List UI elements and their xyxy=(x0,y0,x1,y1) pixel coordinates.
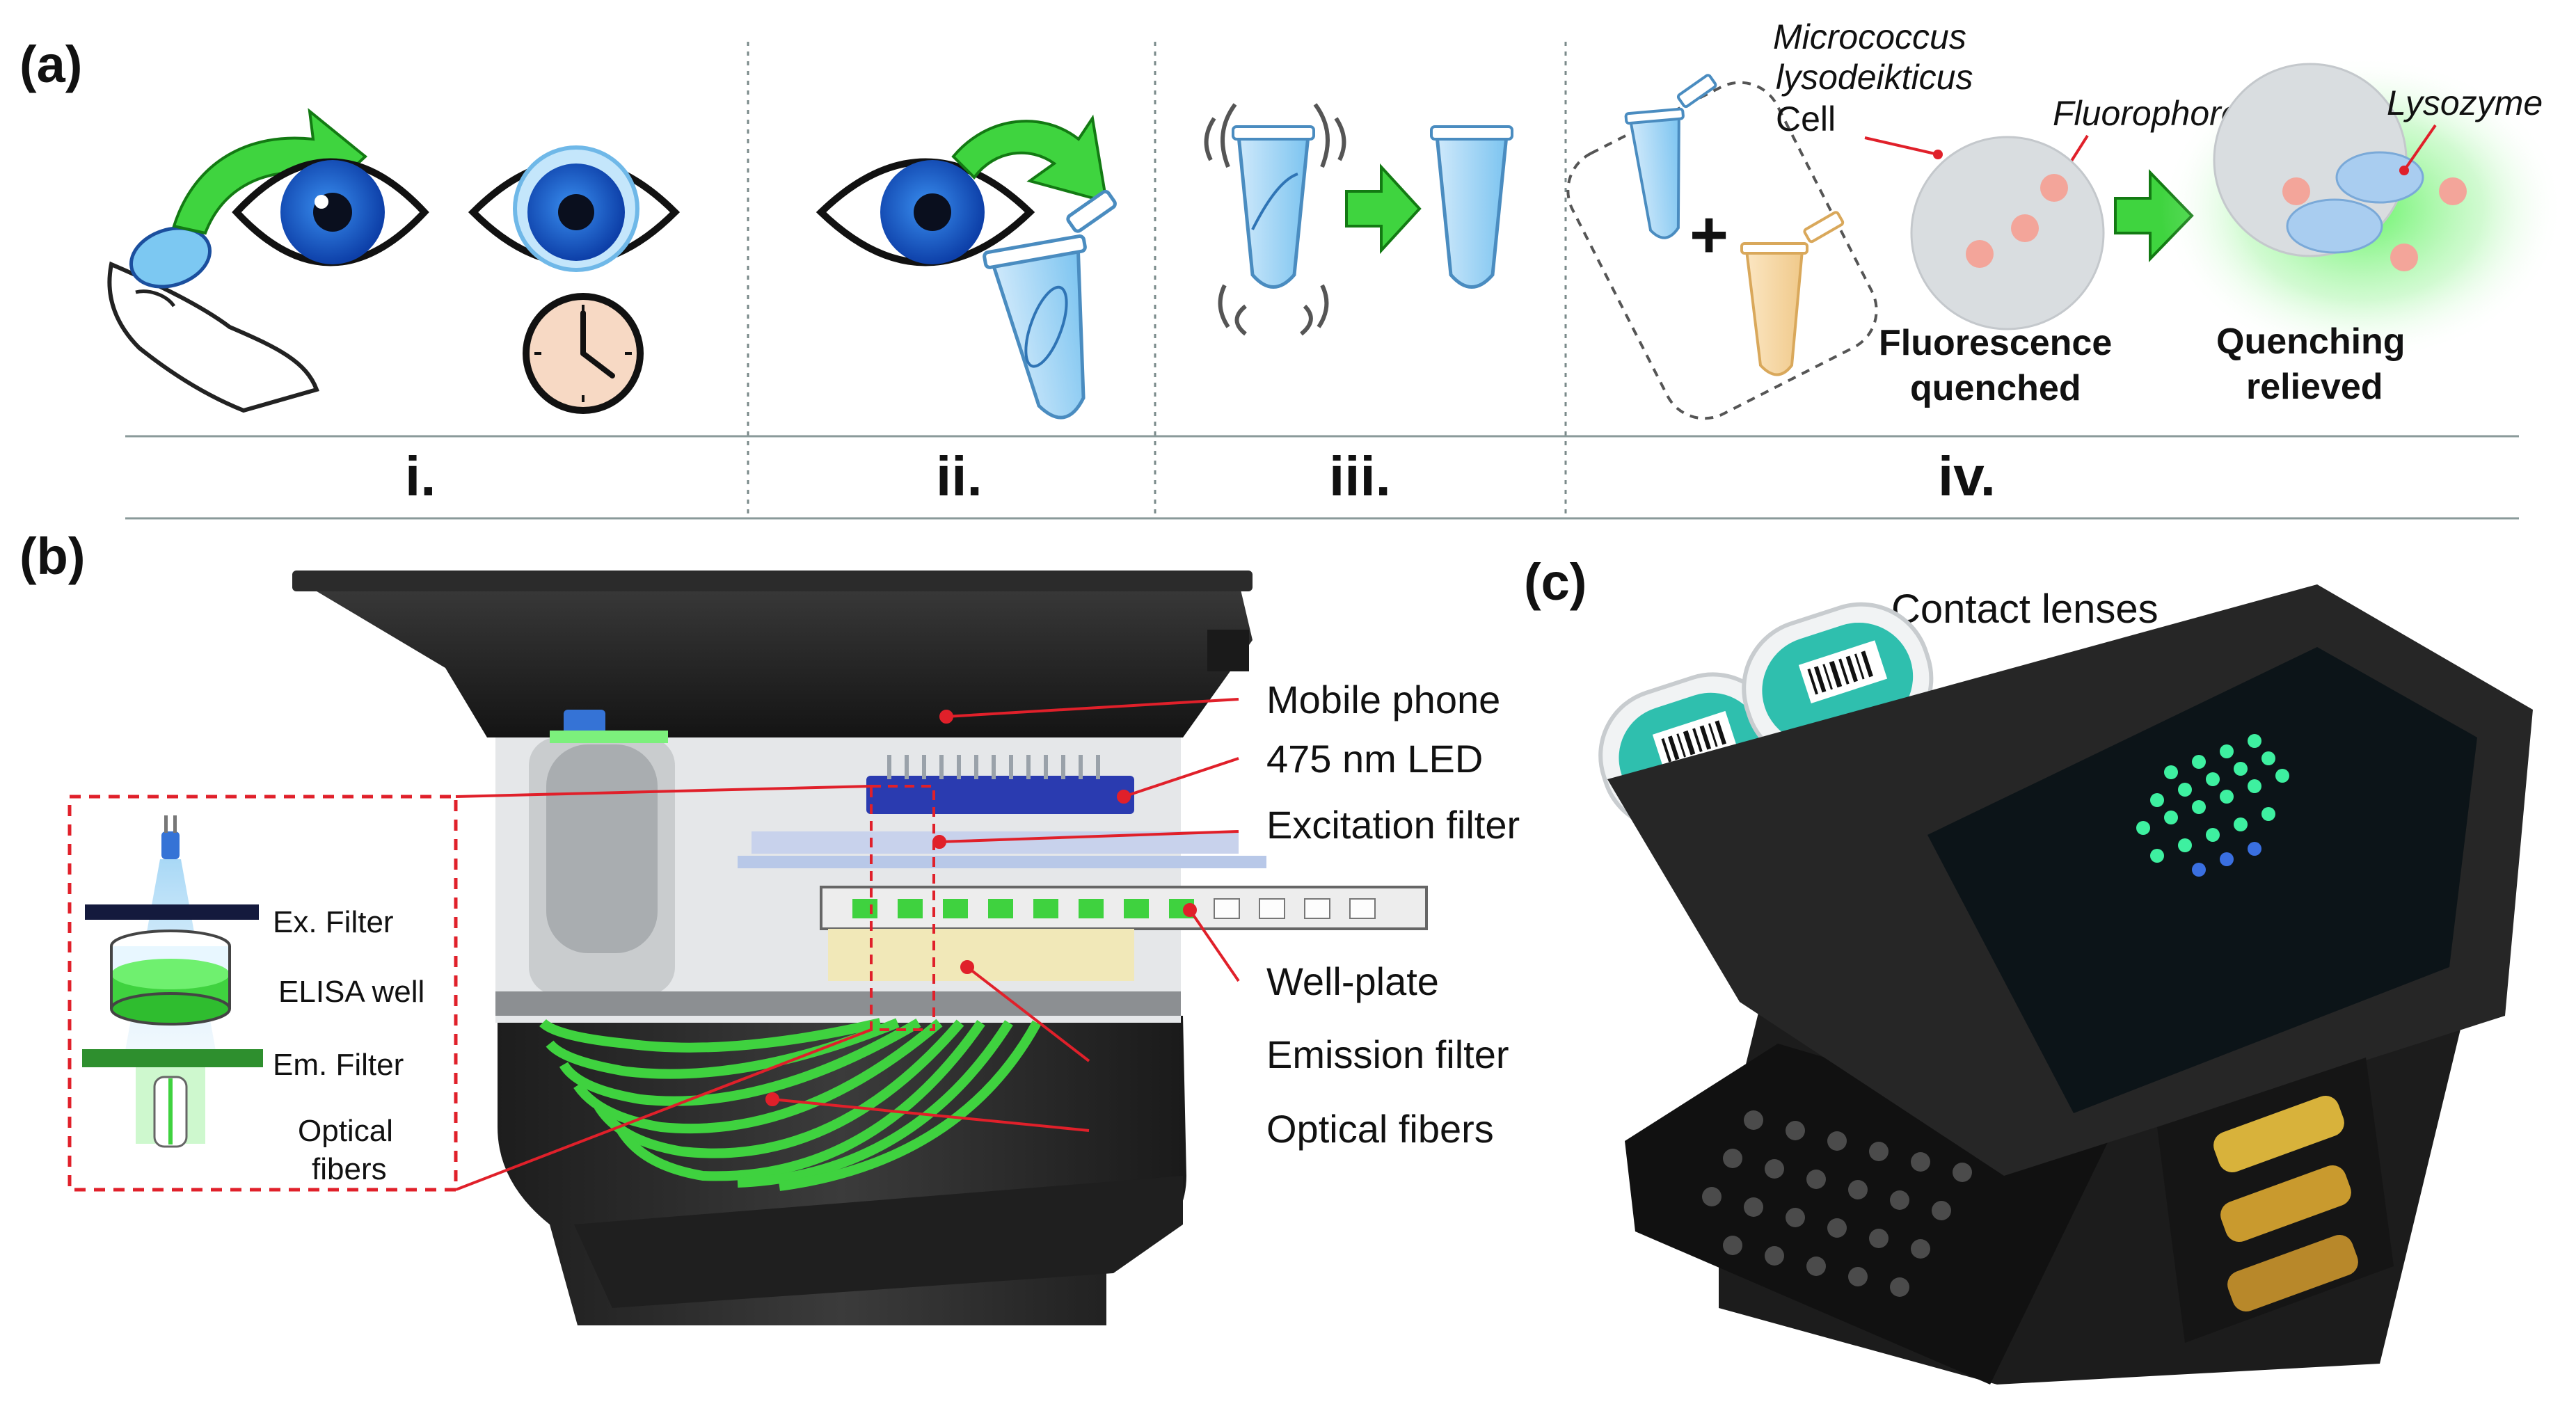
device-phone-holder xyxy=(299,581,1253,737)
battery-icon xyxy=(2213,1095,2344,1173)
inset-em-filter xyxy=(82,1049,263,1067)
contact-lenses-label: Contact lenses xyxy=(1891,587,2158,632)
callout-lines xyxy=(765,698,1240,1132)
tube-icon-iii-shaking xyxy=(1232,125,1315,289)
phone-screen xyxy=(1927,647,2477,1113)
lysozyme-callout-line xyxy=(2403,124,2437,172)
reader-device-photo xyxy=(1607,584,2533,1385)
lysozyme-shape xyxy=(2335,151,2424,204)
tube-icon-reagent xyxy=(1740,211,1845,376)
cell-callout-line xyxy=(1864,136,1939,156)
callout-mobile-phone: Mobile phone xyxy=(1266,678,1500,721)
contact-lens-icon xyxy=(129,226,212,289)
fluorophore-dot xyxy=(2040,174,2068,202)
fluorophore-dot xyxy=(1966,240,1994,268)
inset-elisa-well-label: ELISA well xyxy=(278,975,424,1009)
lysozyme-shape xyxy=(2286,198,2383,254)
step-i-illustration xyxy=(107,108,681,414)
finger-icon xyxy=(107,261,319,413)
callout-excitation-filter: Excitation filter xyxy=(1266,803,1520,847)
step-iii-illustration xyxy=(1204,103,1513,336)
battery-icon xyxy=(2220,1165,2351,1243)
optical-path-box xyxy=(870,785,935,1031)
callout-optical-fibers: Optical fibers xyxy=(1266,1107,1494,1151)
inset-ex-filter-label: Ex. Filter xyxy=(273,905,394,939)
state-relieved-line1: Quenching xyxy=(2216,321,2406,362)
led-board xyxy=(866,776,1134,814)
panel-c: (c) Contact lenses xyxy=(1524,553,2533,1385)
callout-well-plate: Well-plate xyxy=(1266,959,1439,1003)
fluorophore-dot-free xyxy=(2282,177,2310,205)
panel-a-label: (a) xyxy=(19,35,82,93)
inset-ex-filter xyxy=(85,904,259,920)
tube-icon-sample xyxy=(1624,74,1717,239)
inset-optical-label-line1: Optical xyxy=(298,1114,393,1148)
state-quenched-line1: Fluorescence xyxy=(1879,323,2112,363)
device-base-tray xyxy=(574,1176,1183,1308)
step-label-i: i. xyxy=(405,445,436,507)
cell-label-line3: Cell xyxy=(1776,99,1836,138)
screen-fluorescent-dots xyxy=(2136,734,2289,877)
cell-label-line2: lysodeikticus xyxy=(1776,58,1973,97)
cell-label-line1: Micrococcus xyxy=(1773,17,1966,56)
led-pins xyxy=(887,755,1100,779)
callout-led: 475 nm LED xyxy=(1266,737,1483,781)
fluorophore-dot-free xyxy=(2439,177,2467,205)
step-label-iii: iii. xyxy=(1329,445,1391,507)
green-arrow-iii xyxy=(1345,163,1422,255)
state-quenched-line2: quenched xyxy=(1910,368,2081,408)
lysozyme-label: Lysozyme xyxy=(2387,83,2543,122)
green-arrow-i xyxy=(172,108,368,235)
inset-optical-label-line2: fibers xyxy=(312,1152,387,1186)
tray-wells xyxy=(1702,1110,1972,1297)
reagent-mix-box xyxy=(1566,81,1878,420)
fluorophore-dot-free xyxy=(2390,244,2418,271)
battery-icon xyxy=(2227,1234,2358,1312)
inset-em-filter-label: Em. Filter xyxy=(273,1048,404,1082)
panel-a: (a) xyxy=(19,17,2564,520)
step-label-iv: iv. xyxy=(1938,445,1996,507)
step-iv-illustration: + Micrococcus lysodeikticus Cell Fluorop… xyxy=(1566,17,2564,420)
panel-c-label: (c) xyxy=(1524,553,1587,611)
step-label-ii: ii. xyxy=(936,445,983,507)
cell-quenched xyxy=(1910,136,2105,330)
emission-filter-block xyxy=(828,929,1134,981)
panel-b-label: (b) xyxy=(19,527,86,585)
inset-led-icon xyxy=(161,831,180,859)
panel-b: (b) xyxy=(19,527,1520,1325)
inset-illustration xyxy=(82,815,263,1148)
step-ii-illustration xyxy=(816,114,1117,420)
fluorophore-dot xyxy=(2011,214,2039,242)
callout-emission-filter: Emission filter xyxy=(1266,1032,1509,1076)
tube-icon-ii xyxy=(983,189,1117,420)
state-relieved-line2: relieved xyxy=(2246,367,2383,407)
well-plate xyxy=(820,886,1428,930)
plus-sign: + xyxy=(1689,198,1728,272)
tube-icon-iii-mixed xyxy=(1430,125,1513,289)
green-arrow-ii xyxy=(951,114,1108,204)
